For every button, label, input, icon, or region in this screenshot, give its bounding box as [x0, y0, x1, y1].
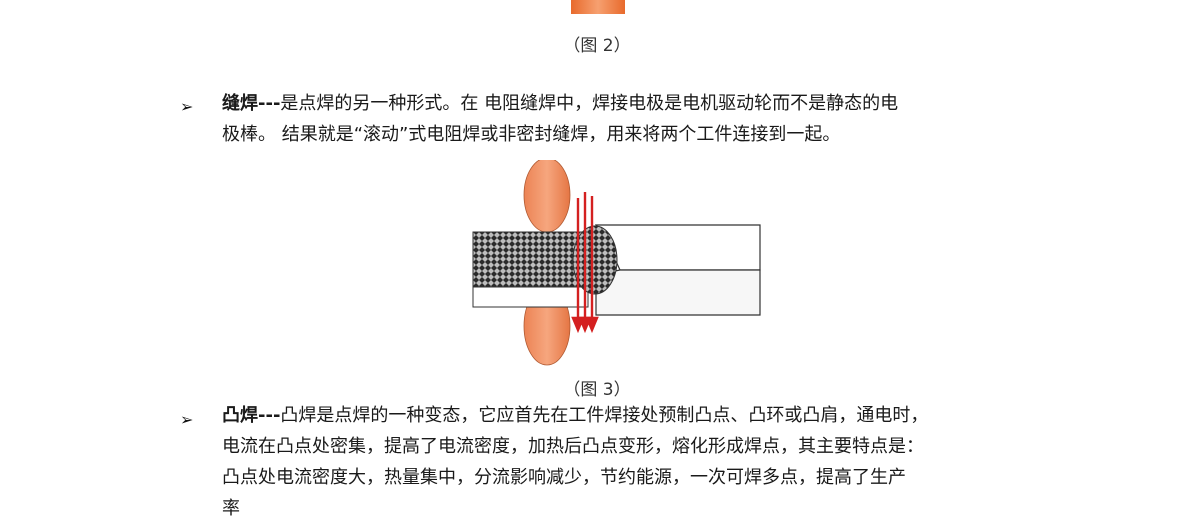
paragraph-text: 是点焊的另一种形式。在 电阻缝焊中，焊接电极是电机驱动轮而不是静态的电 [280, 93, 899, 114]
seam-weld-diagram [472, 160, 761, 366]
bullet-marker-projection-weld: ➢ [180, 410, 194, 429]
paragraph-text: 凸焊是点焊的一种变态，它应首先在工件焊接处预制凸点、凸环或凸肩，通电时， [280, 405, 929, 426]
figure-2-electrode [571, 0, 625, 14]
paragraph-line: 凸点处电流密度大，热量集中，分流影响减少，节约能源，一次可焊多点，提高了生产 [222, 467, 906, 488]
figure-3-caption: （图 3） [563, 380, 631, 400]
paragraph-seam-weld: 缝焊---是点焊的另一种形式。在 电阻缝焊中，焊接电极是电机驱动轮而不是静态的电… [222, 88, 1022, 150]
current-arrows [571, 192, 599, 334]
bullet-marker-seam-weld: ➢ [180, 97, 194, 116]
figure-2-caption: （图 2） [563, 36, 631, 56]
term-projection-weld: 凸焊--- [222, 405, 281, 426]
upper-electrode-wheel [523, 160, 571, 233]
paragraph-projection-weld: 凸焊---凸焊是点焊的一种变态，它应首先在工件焊接处预制凸点、凸环或凸肩，通电时… [222, 400, 1022, 524]
welded-seam-section [472, 231, 589, 288]
paragraph-line: 缝焊---是点焊的另一种形式。在 电阻缝焊中，焊接电极是电机驱动轮而不是静态的电 [222, 88, 1022, 119]
workpiece-right-lower [595, 269, 761, 316]
paragraph-line: 凸焊---凸焊是点焊的一种变态，它应首先在工件焊接处预制凸点、凸环或凸肩，通电时… [222, 400, 1022, 431]
paragraph-line: 极棒。 结果就是“滚动”式电阻焊或非密封缝焊，用来将两个工件连接到一起。 [222, 124, 841, 145]
paragraph-line: 率 [222, 498, 240, 519]
paragraph-line: 电流在凸点处密集，提高了电流密度，加热后凸点变形，熔化形成焊点，其主要特点是： [222, 436, 924, 457]
term-seam-weld: 缝焊--- [222, 93, 281, 114]
workpiece-right-upper [594, 224, 761, 271]
weld-nugget [572, 225, 618, 295]
workpiece-lower-strip [472, 286, 589, 308]
